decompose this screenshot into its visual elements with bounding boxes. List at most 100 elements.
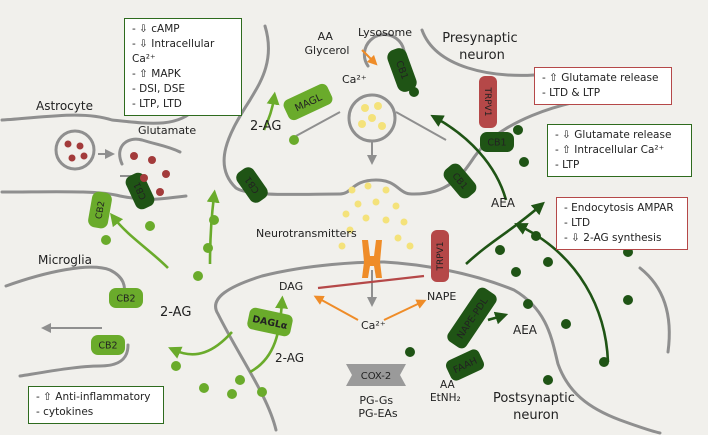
aea-molecule-dot: [409, 87, 419, 97]
microglia-membrane-top: [4, 265, 127, 300]
pg-products-label: PG-Gs PG-EAs: [358, 394, 398, 420]
effect-item: LTP: [555, 158, 684, 173]
astrocyte-vesicle: [54, 129, 96, 171]
aea-molecule-dot: [511, 267, 521, 277]
effect-item: ⇧ MAPK: [132, 67, 234, 82]
trpv1-presynaptic-channel: TRPV1: [479, 76, 497, 128]
aea-to-presynaptic-arrow: [430, 114, 508, 201]
effect-item: ⇩ Glutamate release: [555, 128, 684, 143]
dag-label: DAG: [279, 280, 303, 293]
aa-etnh2-label: AA EtNH₂: [430, 379, 461, 404]
effect-item: DSI, DSE: [132, 82, 234, 97]
neurotransmitter-dot: [368, 114, 376, 122]
aea-molecule-dot: [623, 295, 633, 305]
2ag-to-astrocyte-arrow: [110, 212, 169, 269]
aea-right-label: AEA: [491, 196, 516, 210]
cb1-astro-receptor: CB1: [125, 172, 155, 210]
effect-item: ⇩ cAMP: [132, 22, 234, 37]
2ag-molecule-dot: [235, 375, 245, 385]
cb1-presynaptic-lower-receptor: CB1: [443, 163, 477, 199]
aa-glycerol-label: AA Glycerol: [305, 30, 350, 57]
neurotransmitter-dot: [394, 234, 402, 242]
neurotransmitter-dot: [382, 186, 390, 194]
glutamate-dot: [64, 140, 72, 148]
aea-molecule-dot: [523, 299, 533, 309]
astrocyte-release-site: [118, 137, 182, 166]
effect-item: ⇩ 2-AG synthesis: [564, 231, 680, 246]
2ag-molecule-dot: [227, 389, 237, 399]
cb1-presynaptic-left-receptor: CB1: [236, 167, 268, 203]
neurotransmitter-dot: [342, 210, 350, 218]
effect-item: ⇧ Intracellular Ca²⁺: [555, 143, 684, 158]
glutamate-dot: [76, 142, 84, 150]
neurotransmitter-dot: [348, 186, 356, 194]
effects-box-top-left: ⇩ cAMP⇩ Intracellular Ca²⁺⇧ MAPKDSI, DSE…: [124, 18, 242, 116]
effect-item: cytokines: [36, 405, 156, 420]
nape-label: NAPE: [427, 290, 456, 303]
glutamate-dot: [148, 156, 156, 164]
effects-box-top-right: ⇧ Glutamate releaseLTD & LTP: [534, 67, 672, 105]
aea-postsynaptic-label: AEA: [513, 323, 538, 337]
lysosome-label: Lysosome: [358, 26, 412, 39]
neurotransmitter-dot: [372, 198, 380, 206]
lysosome-calcium-arrow: [361, 49, 378, 66]
2ag-molecule-dot: [289, 135, 299, 145]
2ag-mid-label: 2-AG: [160, 305, 191, 320]
2ag-molecule-dot: [171, 361, 181, 371]
glutamate-dot: [140, 174, 148, 182]
neurotransmitter-dot: [392, 202, 400, 210]
glutamate-dot: [162, 170, 170, 178]
effects-box-lower-right: Endocytosis AMPARLTD⇩ 2-AG synthesis: [556, 197, 688, 250]
effect-item: LTP, LTD: [132, 97, 234, 112]
dag-to-2ag-arrow: [249, 295, 289, 374]
glutamate-dot: [80, 152, 88, 160]
neurotransmitter-dot: [338, 242, 346, 250]
effect-item: ⇧ Glutamate release: [542, 71, 664, 86]
inhibition-line: [317, 274, 425, 290]
aea-molecule-dot: [599, 357, 609, 367]
2ag-molecule-dot: [257, 387, 267, 397]
cb2-microglia-lower-receptor: CB2: [91, 335, 125, 355]
svg-text:COX-2: COX-2: [361, 371, 392, 382]
ionotropic-receptor: [362, 240, 382, 278]
cb1-presynaptic-right-receptor: CB1: [480, 132, 514, 152]
molecule-dots: [64, 87, 633, 399]
svg-text:TRPV1: TRPV1: [482, 86, 492, 116]
2ag-molecule-dot: [193, 271, 203, 281]
2ag-lower-label: 2-AG: [275, 351, 304, 365]
presynaptic-membrane-upper: [420, 28, 550, 77]
cb2-microglia-upper-receptor: CB2: [109, 288, 143, 308]
2ag-molecule-dot: [209, 215, 219, 225]
postsynaptic-membrane-right: [638, 266, 671, 354]
trpv1-postsynaptic-channel: TRPV1: [431, 230, 449, 282]
neurotransmitter-dot: [346, 226, 354, 234]
nape-pld-to-aea-arrow: [487, 311, 509, 325]
neurotransmitter-dot: [406, 242, 414, 250]
2ag-molecule-dot: [203, 243, 213, 253]
receptor-layer: CB1 MAGL CB1 CB2 CB1 TRPV1 CB1 CB1: [88, 48, 514, 386]
2ag-to-microglia-arrow: [168, 331, 233, 359]
effect-item: Endocytosis AMPAR: [564, 201, 680, 216]
astrocyte-membrane-bottom: [0, 190, 188, 201]
neurotransmitter-dot: [364, 182, 372, 190]
dagl-alpha-enzyme: DAGLα: [247, 307, 293, 337]
svg-text:CB2: CB2: [116, 294, 135, 305]
postsynaptic-neuron-label: Postsynaptic neuron: [493, 391, 579, 423]
microglia-label: Microglia: [38, 253, 92, 267]
glutamate-dot: [68, 154, 76, 162]
neurotransmitters-label: Neurotransmitters: [256, 227, 357, 240]
glutamate-dot: [156, 188, 164, 196]
neurotransmitter-dot: [374, 102, 382, 110]
aea-molecule-dot: [519, 157, 529, 167]
2ag-upper-label: 2-AG: [250, 119, 281, 134]
aea-molecule-dot: [405, 347, 415, 357]
cox2-enzyme: COX-2: [346, 364, 406, 386]
microglia-membrane-bottom: [18, 343, 130, 378]
svg-text:CB2: CB2: [94, 200, 107, 220]
calcium-to-dag-arrow: [313, 295, 359, 321]
cb1-lysosome-receptor: CB1: [387, 48, 417, 92]
aea-molecule-dot: [543, 375, 553, 385]
neurotransmitter-dot: [400, 218, 408, 226]
